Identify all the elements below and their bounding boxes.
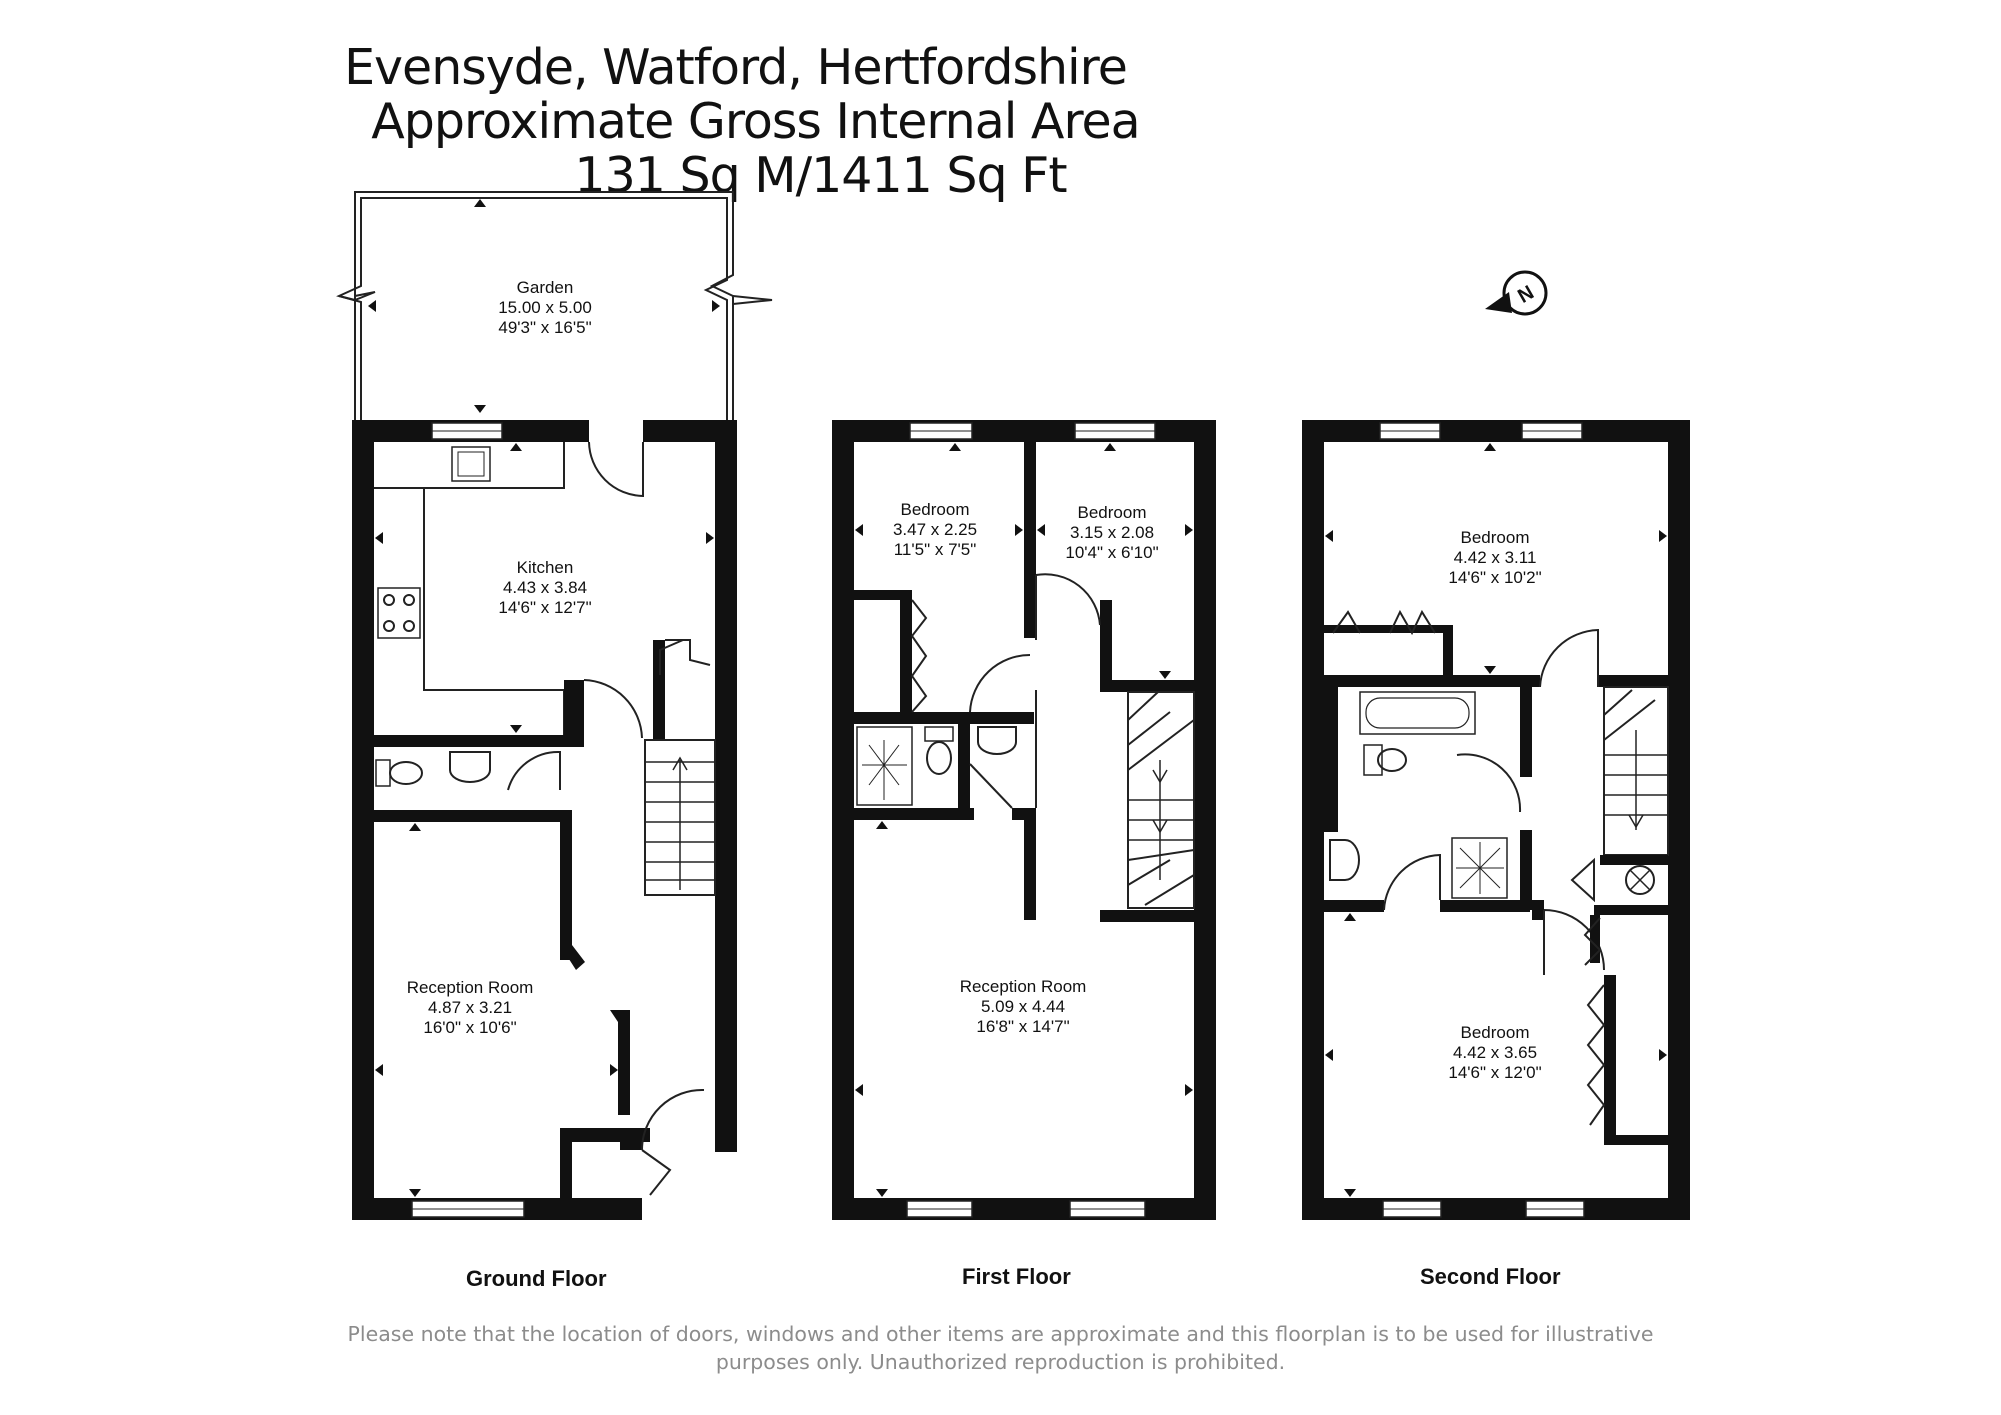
second-bedroom-b-name: Bedroom [1461,1023,1530,1042]
second-bedroom-a-name: Bedroom [1461,528,1530,547]
kitchen-metric: 4.43 x 3.84 [503,578,587,597]
first-toilet-icon [924,726,954,742]
area-heading: Approximate Gross Internal Area [371,93,1140,150]
second-bedroom-b-imperial: 14'6" x 12'0" [1448,1063,1541,1082]
disclaimer: Please note that the location of doors, … [0,1320,2001,1376]
second-bedroom-a-metric: 4.42 x 3.11 [1454,548,1537,567]
first-east-wall [1194,420,1216,1220]
ground-east-wall [715,420,737,1150]
ground-reception-imperial: 16'0" x 10'6" [423,1018,516,1037]
second-basin-icon [1329,839,1360,881]
first-bedroom-a-name: Bedroom [901,500,970,519]
hob-icon [377,587,421,639]
first-floor-plan [832,420,1216,1220]
wc-toilet-icon [375,759,391,787]
disclaimer-line-1: Please note that the location of doors, … [347,1322,1654,1346]
ground-north-wall-right [643,420,737,442]
first-stairs [1127,691,1195,909]
garden-metric: 15.00 x 5.00 [498,298,592,317]
ground-floor-label: Ground Floor [466,1266,607,1291]
ground-reception-name: Reception Room [407,978,534,997]
ground-stairs [644,739,716,896]
second-south-wall [1302,1198,1690,1220]
wc-basin-icon [449,751,491,783]
first-bedroom-a-imperial: 11'5" x 7'5" [894,540,977,559]
second-floor-label: Second Floor [1420,1264,1561,1289]
first-bedroom-b-imperial: 10'4" x 6'10" [1065,543,1158,562]
garden-outline [336,191,773,420]
first-bedroom-b-metric: 3.15 x 2.08 [1070,523,1154,542]
boiler-icon [1625,865,1655,895]
kitchen-name: Kitchen [517,558,574,577]
north-arrow-icon: N [1485,270,1548,316]
second-east-wall [1668,420,1690,1220]
first-south-wall [832,1198,1216,1220]
second-toilet-icon [1363,744,1383,776]
first-reception-metric: 5.09 x 4.44 [981,997,1065,1016]
second-stairs [1603,686,1669,856]
first-reception-imperial: 16'8" x 14'7" [976,1017,1069,1036]
first-north-wall [832,420,1216,442]
garden-imperial: 49'3" x 16'5" [498,318,591,337]
first-bedroom-a-metric: 3.47 x 2.25 [893,520,977,539]
first-reception-name: Reception Room [960,977,1087,996]
kitchen-imperial: 14'6" x 12'7" [498,598,591,617]
bath2-north-wall [1324,675,1540,687]
bath1-north-wall [854,712,1034,724]
first-bedroom-b-name: Bedroom [1078,503,1147,522]
disclaimer-line-2: purposes only. Unauthorized reproduction… [715,1350,1286,1374]
second-bedroom-a-imperial: 14'6" x 10'2" [1448,568,1541,587]
second-room-labels: Bedroom 4.42 x 3.11 14'6" x 10'2" Bedroo… [1448,528,1541,1082]
second-bedroom-b-metric: 4.42 x 3.65 [1453,1043,1537,1062]
second-north-wall [1302,420,1690,442]
bathtub-icon [1359,691,1476,735]
wc-north-wall [352,735,584,747]
ground-room-labels: Garden 15.00 x 5.00 49'3" x 16'5" Kitche… [407,278,592,1037]
second-floor-plan [1302,420,1690,1220]
wc-south-wall [352,810,566,822]
first-room-labels: Bedroom 3.47 x 2.25 11'5" x 7'5" Bedroom… [893,500,1159,1036]
second-west-wall [1302,420,1324,1220]
ground-floor-plan [336,191,773,1220]
ground-reception-metric: 4.87 x 3.21 [428,998,512,1017]
first-floor-label: First Floor [962,1264,1071,1289]
plan-title: Evensyde, Watford, Hertfordshire [344,39,1128,96]
garden-name: Garden [517,278,574,297]
first-west-wall [832,420,854,1220]
first-basin-icon [977,726,1017,755]
